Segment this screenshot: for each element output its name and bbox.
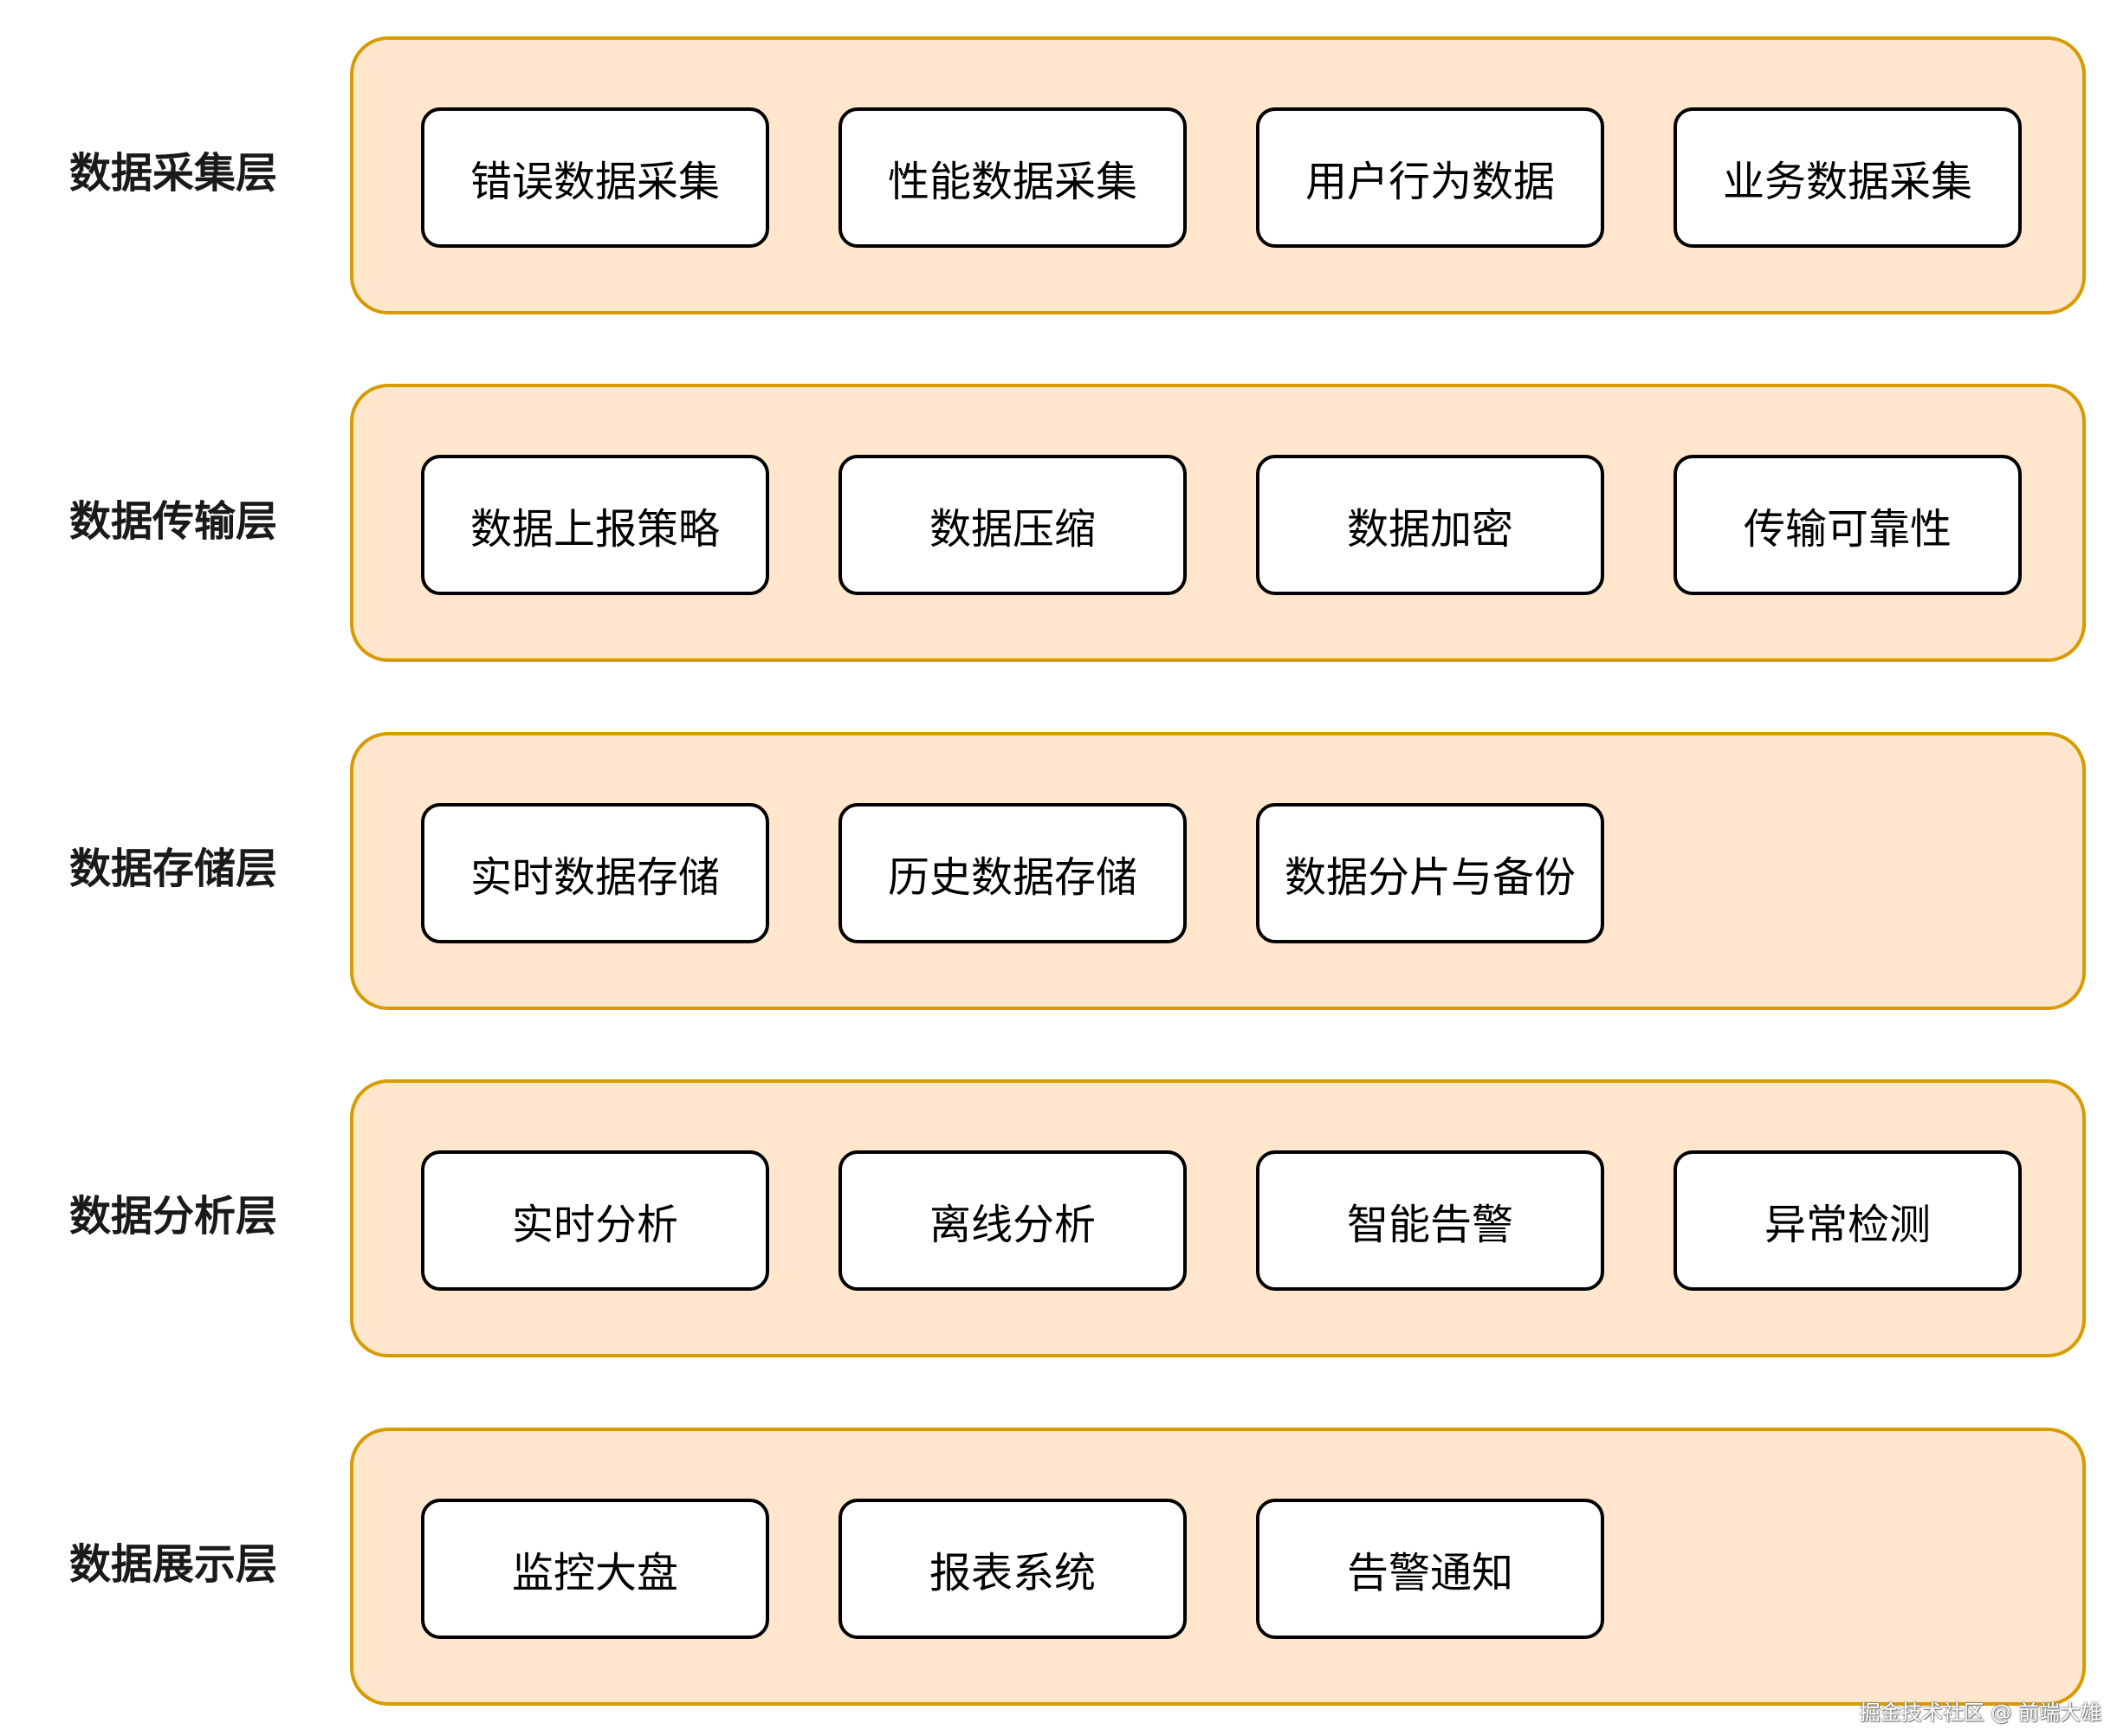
item-historical-storage: 历史数据存储 (838, 803, 1187, 943)
item-report-system: 报表系统 (838, 1499, 1187, 1639)
item-monitoring-dashboard: 监控大盘 (421, 1499, 769, 1639)
layer-label-storage: 数据存储层 (69, 845, 278, 893)
item-data-encryption: 数据加密 (1256, 455, 1604, 595)
layer-panel-storage: 实时数据存储 历史数据存储 数据分片与备份 (350, 732, 2086, 1010)
item-offline-analysis: 离线分析 (838, 1150, 1187, 1291)
layer-panel-analysis: 实时分析 离线分析 智能告警 异常检测 (350, 1079, 2086, 1357)
item-realtime-analysis: 实时分析 (421, 1150, 769, 1291)
item-business-data-collection: 业务数据采集 (1674, 107, 2022, 248)
item-transmission-reliability: 传输可靠性 (1674, 455, 2022, 595)
item-sharding-backup: 数据分片与备份 (1256, 803, 1604, 943)
layer-panel-presentation: 监控大盘 报表系统 告警通知 (350, 1428, 2086, 1706)
item-alert-notification: 告警通知 (1256, 1499, 1604, 1639)
item-error-data-collection: 错误数据采集 (421, 107, 769, 248)
item-data-compression: 数据压缩 (838, 455, 1187, 595)
layer-panel-collection: 错误数据采集 性能数据采集 用户行为数据 业务数据采集 (350, 36, 2086, 314)
layer-panel-transmission: 数据上报策略 数据压缩 数据加密 传输可靠性 (350, 384, 2086, 662)
item-smart-alerting: 智能告警 (1256, 1150, 1604, 1291)
layer-label-collection: 数据采集层 (69, 149, 278, 198)
item-report-strategy: 数据上报策略 (421, 455, 769, 595)
layer-label-transmission: 数据传输层 (69, 497, 278, 546)
item-anomaly-detection: 异常检测 (1674, 1150, 2022, 1291)
item-realtime-storage: 实时数据存储 (421, 803, 769, 943)
item-user-behavior-data: 用户行为数据 (1256, 107, 1604, 248)
layer-label-presentation: 数据展示层 (69, 1540, 278, 1589)
watermark: 掘金技术社区 @ 前端大雄 (1859, 1700, 2101, 1725)
item-performance-data-collection: 性能数据采集 (838, 107, 1187, 248)
layer-label-analysis: 数据分析层 (69, 1192, 278, 1240)
